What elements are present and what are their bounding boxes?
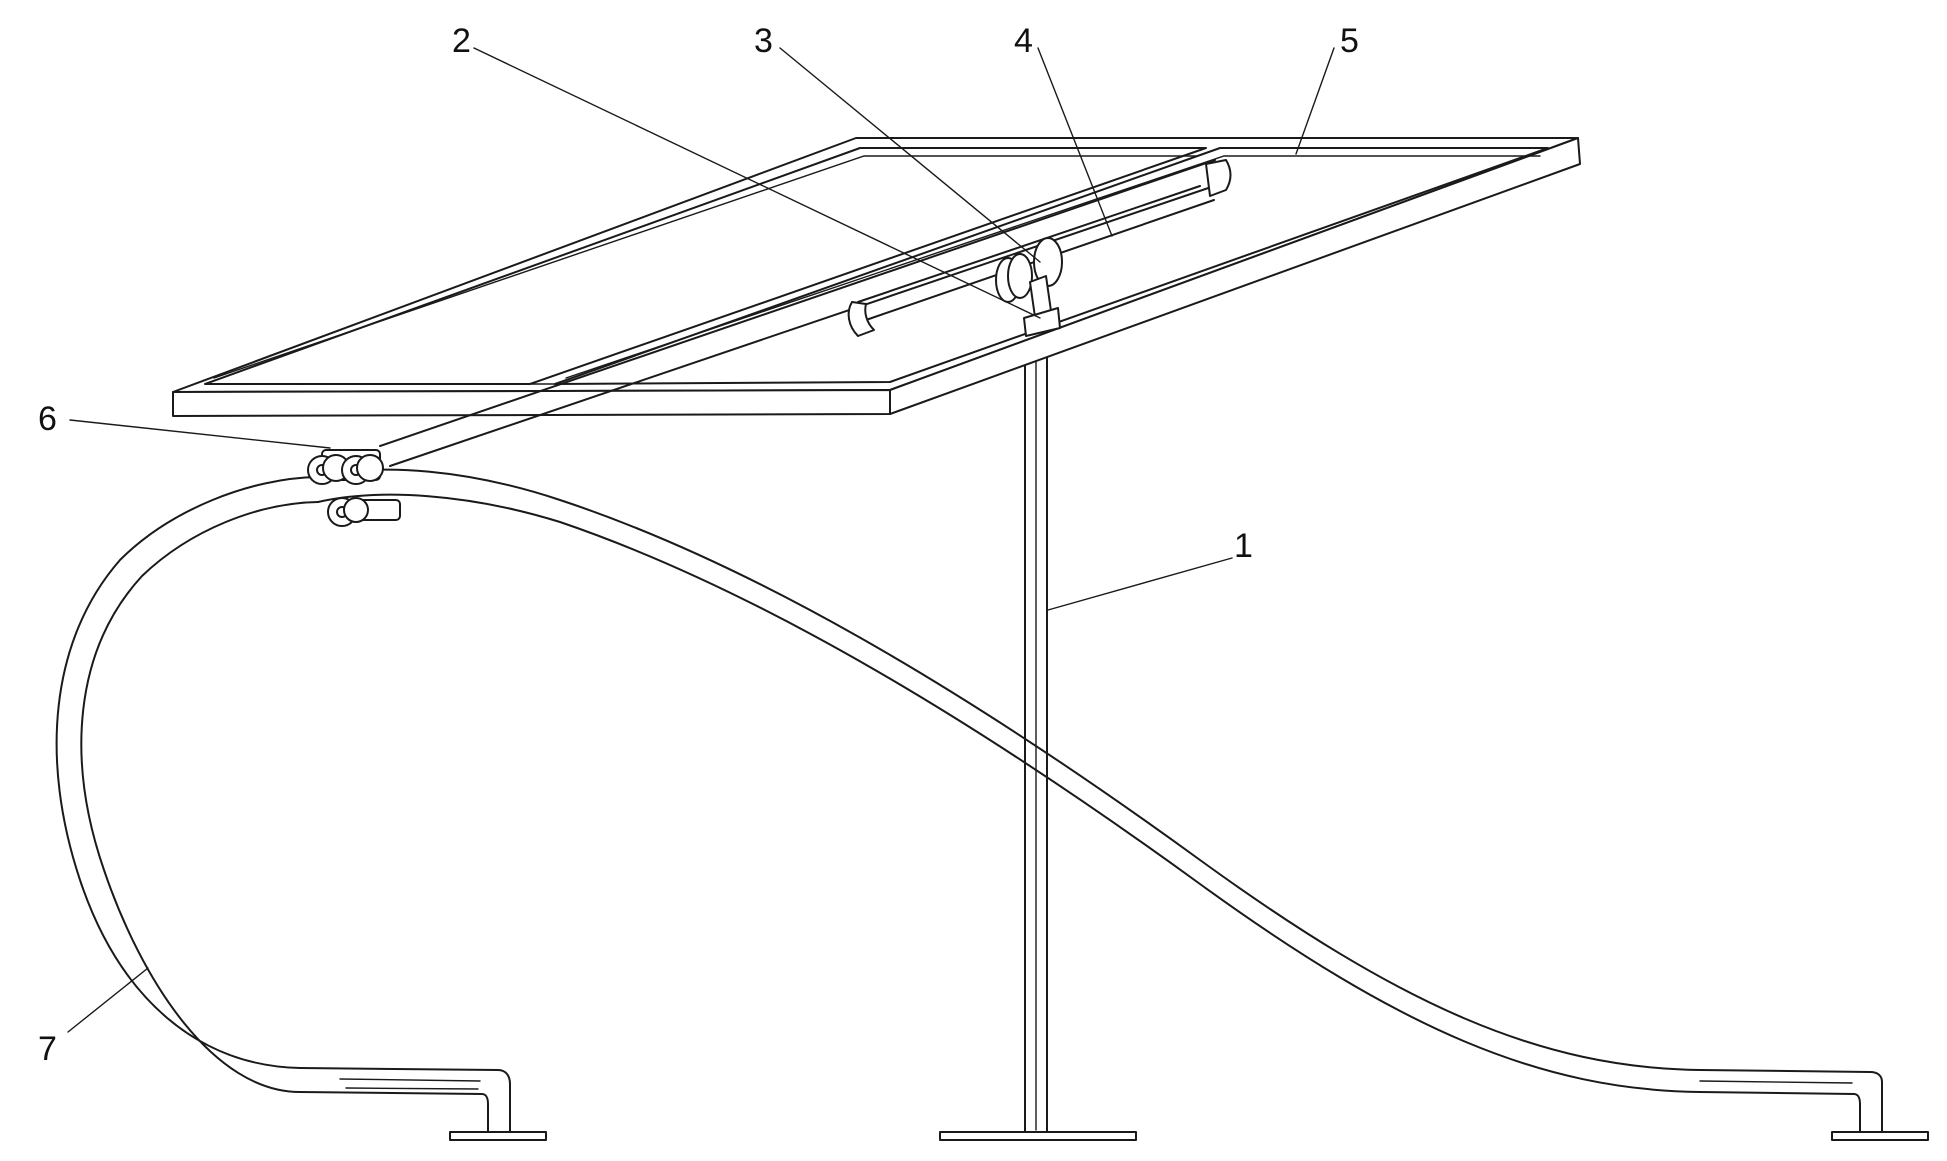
label-3: 3 [754, 22, 773, 60]
label-1: 1 [1234, 527, 1253, 565]
leader-lines [67, 47, 1335, 1033]
bearing-hub [995, 237, 1063, 337]
label-6: 6 [38, 400, 57, 438]
track-foot-right [1831, 1131, 1929, 1141]
support-post [1024, 351, 1048, 1135]
track-foot-left [449, 1131, 547, 1141]
roller-assembly [307, 449, 401, 527]
post-base-plate [939, 1131, 1137, 1141]
label-7: 7 [38, 1030, 57, 1068]
label-4: 4 [1014, 22, 1033, 60]
curved-track-tube [55, 468, 1883, 1133]
label-2: 2 [452, 22, 471, 60]
panel-frame [172, 137, 1581, 417]
label-5: 5 [1340, 22, 1359, 60]
